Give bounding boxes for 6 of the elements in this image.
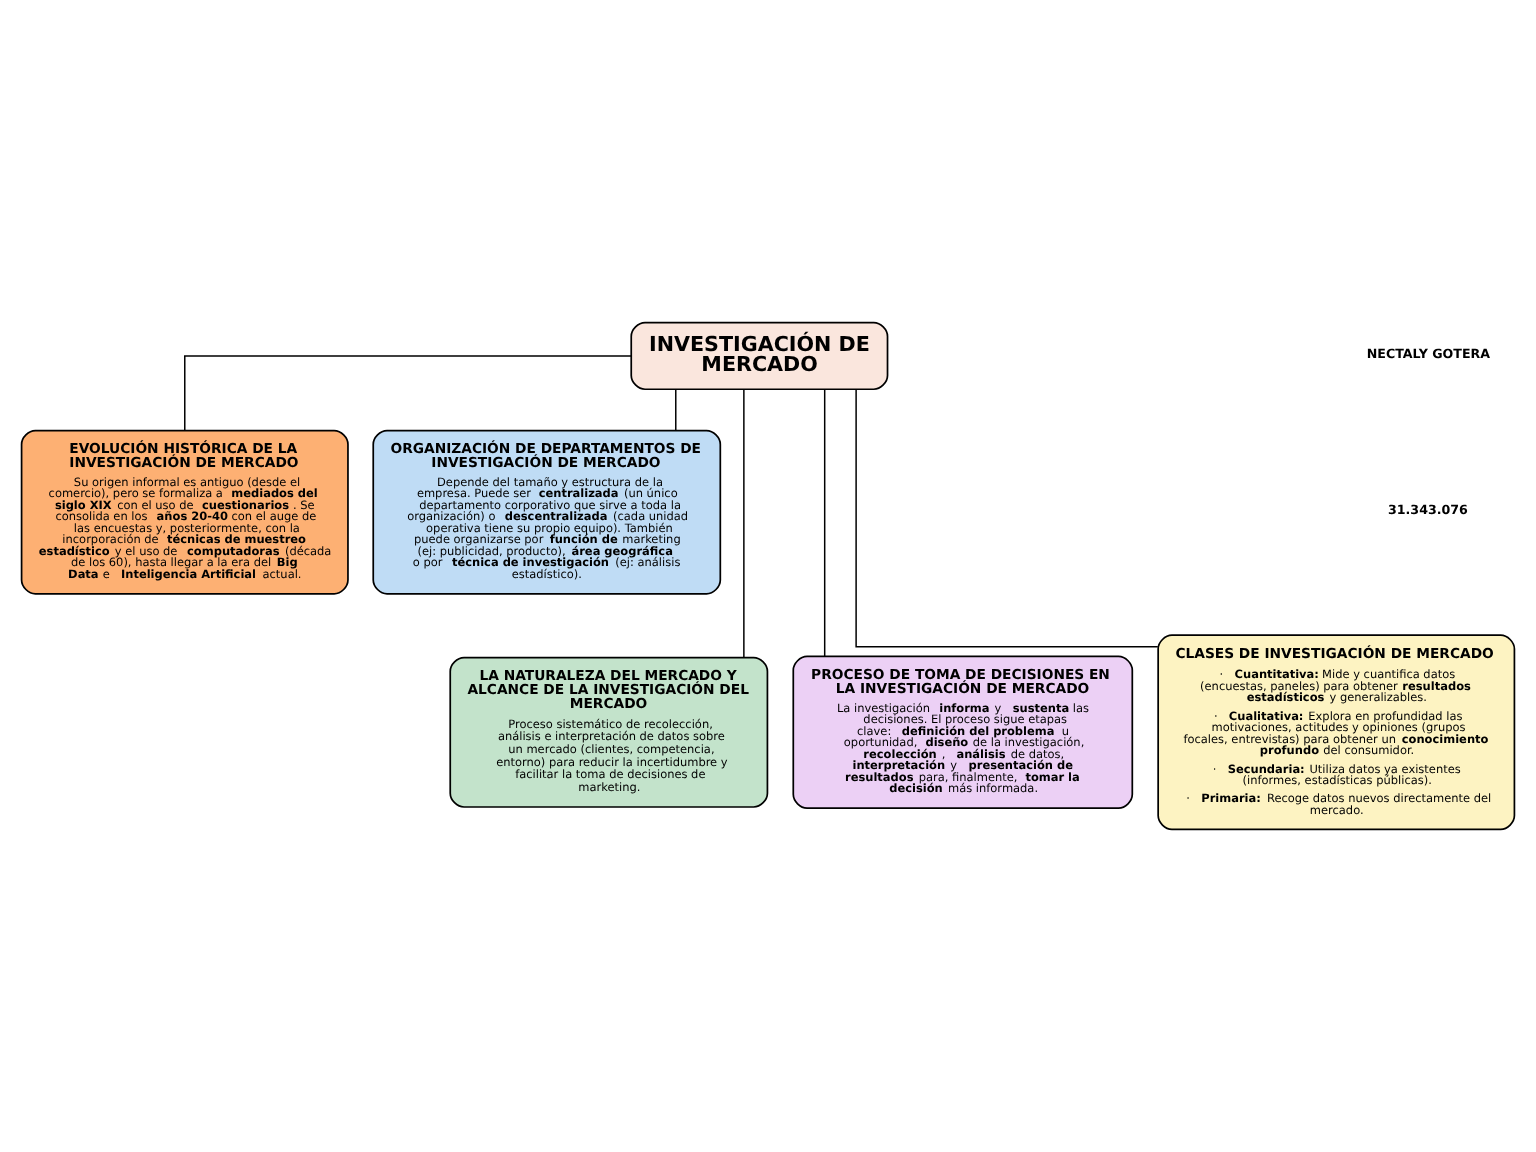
connector bbox=[184, 355, 632, 432]
connector bbox=[743, 388, 745, 659]
connector bbox=[855, 388, 1159, 648]
connector bbox=[823, 388, 826, 658]
node-box: INVESTIGACIÓN DE MERCADO bbox=[630, 321, 889, 391]
connector bbox=[675, 388, 677, 432]
